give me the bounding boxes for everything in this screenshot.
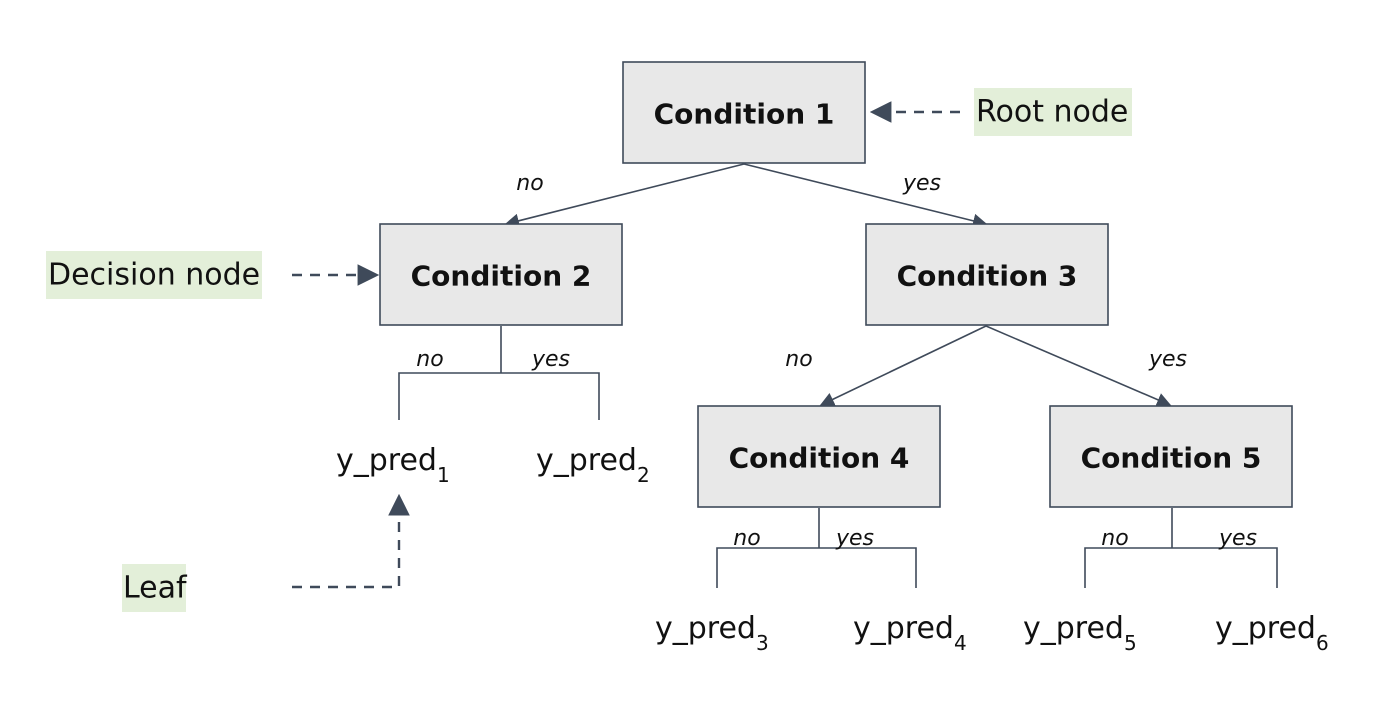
edge-label-c5-no: no	[1101, 526, 1128, 551]
leaf-3: y_pred3	[655, 611, 769, 655]
leaf-2-text: y_pred	[536, 443, 637, 478]
node-condition-5: Condition 5	[1049, 405, 1293, 508]
edge-label-c4-yes: yes	[835, 526, 874, 551]
leaf-5-text: y_pred	[1023, 611, 1124, 646]
leaf-3-sub: 3	[756, 631, 769, 655]
bracket-c4	[716, 508, 917, 588]
node-condition-4-label: Condition 4	[729, 442, 910, 475]
edge-c3-c5	[985, 325, 1172, 407]
leaf-2-sub: 2	[637, 463, 650, 487]
node-condition-3-label: Condition 3	[897, 260, 1078, 293]
leaf-3-text: y_pred	[655, 611, 756, 646]
node-condition-2: Condition 2	[379, 223, 623, 326]
leaf-5: y_pred5	[1023, 611, 1137, 655]
leaf-1-text: y_pred	[336, 443, 437, 478]
leaf-4: y_pred4	[853, 611, 967, 655]
edge-label-c3-yes: yes	[1148, 347, 1187, 372]
leaf-pointer	[292, 493, 410, 589]
node-condition-4: Condition 4	[697, 405, 941, 508]
leaf-5-sub: 5	[1124, 631, 1137, 655]
node-condition-1: Condition 1	[622, 61, 866, 164]
edge-label-c5-yes: yes	[1218, 526, 1257, 551]
leaf-2: y_pred2	[536, 443, 650, 487]
edge-label-c3-no: no	[785, 347, 812, 372]
annotation-root-node-label: Root node	[976, 95, 1128, 130]
leaf-6-text: y_pred	[1215, 611, 1316, 646]
node-condition-1-label: Condition 1	[654, 98, 835, 131]
edge-label-c1-yes: yes	[902, 171, 941, 196]
leaf-1: y_pred1	[336, 443, 450, 487]
bracket-c5	[1084, 508, 1278, 588]
edge-label-c4-no: no	[733, 526, 760, 551]
leaf-4-sub: 4	[954, 631, 967, 655]
node-condition-2-label: Condition 2	[411, 260, 592, 293]
annotation-leaf-label: Leaf	[123, 571, 188, 606]
bracket-c2	[398, 326, 600, 420]
annotation-root-node: Root node	[869, 88, 1132, 136]
edge-c1-c2	[504, 163, 745, 228]
edge-label-c2-yes: yes	[531, 347, 570, 372]
annotation-decision-node: Decision node	[46, 251, 380, 299]
leaf-1-sub: 1	[437, 463, 450, 487]
edge-c3-c4	[819, 325, 987, 406]
node-condition-3: Condition 3	[865, 223, 1109, 326]
leaf-4-text: y_pred	[853, 611, 954, 646]
edge-label-c2-no: no	[416, 347, 443, 372]
leaf-6: y_pred6	[1215, 611, 1329, 655]
node-condition-5-label: Condition 5	[1081, 442, 1262, 475]
leaf-6-sub: 6	[1316, 631, 1329, 655]
annotation-leaf: Leaf	[122, 493, 410, 612]
edge-c1-c3	[743, 163, 988, 228]
edge-label-c1-no: no	[516, 171, 543, 196]
annotation-decision-node-label: Decision node	[48, 258, 260, 293]
